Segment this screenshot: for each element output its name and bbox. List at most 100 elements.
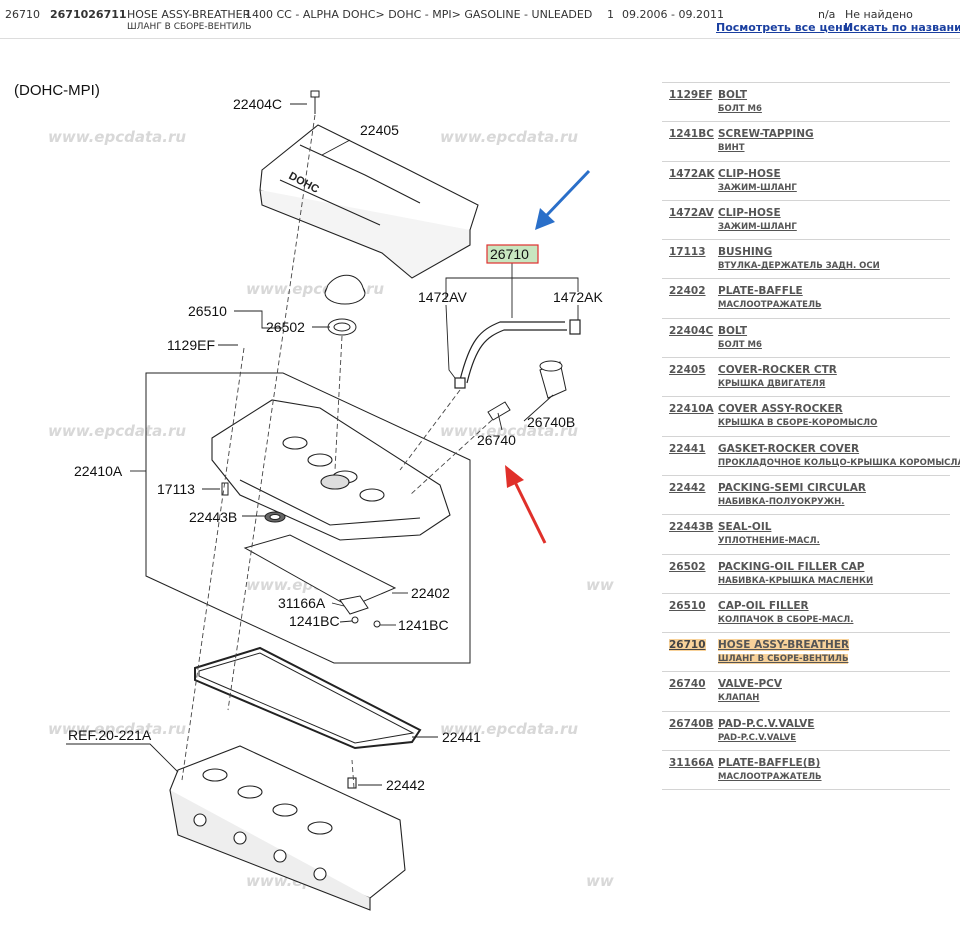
part-name-link[interactable]: VALVE-PCV — [718, 678, 782, 691]
part-name-link[interactable]: PAD-P.C.V.VALVE — [718, 717, 815, 730]
part-code-link[interactable]: 22405 — [669, 364, 706, 377]
part-name-ru-link[interactable]: ВТУЛКА-ДЕРЖАТЕЛЬ ЗАДН. ОСИ — [718, 261, 880, 272]
part-name-link[interactable]: HOSE ASSY-BREATHER — [718, 639, 850, 652]
gasket-drawing — [194, 646, 422, 750]
watermark: www.epcdata.ru — [48, 720, 186, 738]
part-code-link[interactable]: 26740 — [669, 678, 706, 691]
label-1241bc-right: 1241BC — [398, 617, 449, 633]
label-26510: 26510 — [188, 303, 227, 319]
parts-list-row[interactable]: 22441 GASKET-ROCKER COVER ПРОКЛАДОЧНОЕ КОЛ… — [662, 435, 960, 475]
parts-list-row[interactable]: 26740 VALVE-PCV КЛАПАН — [662, 671, 950, 710]
watermark: www.epcdata.ru — [440, 422, 578, 440]
label-22410a: 22410A — [74, 463, 123, 479]
red-arrow — [505, 465, 547, 544]
part-name-link[interactable]: PACKING-OIL FILLER CAP — [718, 560, 865, 573]
part-code-link[interactable]: 22402 — [669, 285, 706, 298]
part-name-ru-link[interactable]: МАСЛООТРАЖАТЕЛЬ — [718, 772, 822, 783]
part-code-link[interactable]: 22443B — [669, 521, 714, 534]
part-name-link[interactable]: PLATE-BAFFLE — [718, 285, 803, 298]
bolt-22404c-drawing — [310, 90, 320, 114]
parts-list-row[interactable]: 1129EF BOLT БОЛТ М6 — [662, 82, 950, 121]
label-26502: 26502 — [266, 319, 305, 335]
parts-list-row[interactable]: 22402 PLATE-BAFFLE МАСЛООТРАЖАТЕЛЬ — [662, 278, 950, 317]
label-22443b: 22443B — [189, 509, 237, 525]
part-name-link[interactable]: BOLT — [718, 324, 748, 337]
part-name-ru-link[interactable]: КРЫШКА В СБОРЕ-КОРОМЫСЛО — [718, 418, 878, 429]
cylinder-head-drawing — [169, 745, 406, 911]
parts-list-row[interactable]: 31166A PLATE-BAFFLE(B) МАСЛООТРАЖАТЕЛЬ — [662, 750, 950, 791]
parts-list-row[interactable]: 26740B PAD-P.C.V.VALVE PAD-P.C.V.VALVE — [662, 710, 950, 750]
part-code-link[interactable]: 22441 — [669, 442, 706, 455]
part-name-link[interactable]: GASKET-ROCKER COVER — [718, 442, 860, 455]
part-code-link[interactable]: 26502 — [669, 560, 706, 573]
label-1472av: 1472AV — [418, 289, 467, 305]
part-code-link[interactable]: 22404C — [669, 324, 714, 337]
part-name-ru-link[interactable]: БОЛТ М6 — [718, 104, 762, 114]
part-name-link[interactable]: BOLT — [718, 89, 748, 101]
label-1472ak: 1472AK — [553, 289, 603, 305]
parts-list-row[interactable]: 26510 CAP-OIL FILLER КОЛПАЧОК В СБОРЕ-МАСЛ… — [662, 592, 950, 632]
part-code-link[interactable]: 22410A — [669, 403, 714, 416]
parts-list-row[interactable]: 26502 PACKING-OIL FILLER CAP НАБИВКА-КРЫШК… — [662, 553, 950, 593]
part-name-ru-link[interactable]: КЛАПАН — [718, 693, 760, 704]
part-code-link[interactable]: 1241BC — [669, 128, 714, 141]
label-26740b: 26740B — [527, 414, 575, 430]
parts-list-row[interactable]: 22404C BOLT БОЛТ М6 — [662, 317, 950, 357]
part-code-link[interactable]: 1472AV — [669, 206, 714, 219]
label-22441: 22441 — [442, 729, 481, 745]
parts-list-row[interactable]: 22405 COVER-ROCKER CTR КРЫШКА ДВИГАТЕЛЯ — [662, 357, 950, 396]
label-22402: 22402 — [411, 585, 450, 601]
part-name-link[interactable]: COVER ASSY-ROCKER — [718, 403, 843, 416]
label-22442: 22442 — [386, 777, 425, 793]
part-code-link[interactable]: 1472AK — [669, 167, 715, 180]
part-name-link[interactable]: SCREW-TAPPING — [718, 128, 814, 141]
diagram-title: (DOHC-MPI) — [14, 82, 100, 99]
part-name-ru-link[interactable]: ШЛАНГ В СБОРЕ-ВЕНТИЛЬ — [718, 654, 849, 665]
part-name-link[interactable]: CLIP-HOSE — [718, 167, 781, 180]
part-name-ru-link[interactable]: ЗАЖИМ-ШЛАНГ — [718, 182, 797, 193]
part-name-ru-link[interactable]: НАБИВКА-КРЫШКА МАСЛЕНКИ — [718, 575, 874, 586]
part-name-ru-link[interactable]: ЗАЖИМ-ШЛАНГ — [718, 221, 797, 232]
part-name-ru-link[interactable]: ВИНТ — [718, 143, 745, 154]
parts-list-row[interactable]: 22410A COVER ASSY-ROCKER КРЫШКА В СБОРЕ-КО… — [662, 396, 950, 435]
search-by-name-link[interactable]: Искать по названию — [844, 21, 960, 34]
watermark: www.epcdata.ru — [48, 128, 186, 146]
part-name-ru-link[interactable]: КОЛПАЧОК В СБОРЕ-МАСЛ. — [718, 614, 854, 625]
header-part-name: HOSE ASSY-BREATHER — [127, 8, 251, 21]
part-name-ru-link[interactable]: МАСЛООТРАЖАТЕЛЬ — [718, 300, 822, 311]
part-name-ru-link[interactable]: ПРОКЛАДОЧНОЕ КОЛЬЦО-КРЫШКА КОРОМЫСЛА — [718, 457, 960, 468]
part-code-link[interactable]: 26740B — [669, 717, 714, 730]
part-name-link[interactable]: PLATE-BAFFLE(B) — [718, 757, 821, 770]
part-code-link[interactable]: 1129EF — [669, 89, 713, 101]
header-part-number: 2671026711 — [50, 8, 127, 21]
part-name-ru-link[interactable]: БОЛТ М6 — [718, 339, 762, 350]
parts-list-row[interactable]: 17113 BUSHING ВТУЛКА-ДЕРЖАТЕЛЬ ЗАДН. ОСИ — [662, 239, 950, 278]
label-26740: 26740 — [477, 432, 516, 448]
part-name-link[interactable]: PACKING-SEMI CIRCULAR — [718, 481, 866, 494]
parts-list-row[interactable]: 22443B SEAL-OIL УПЛОТНЕНИЕ-МАСЛ. — [662, 514, 950, 553]
part-name-link[interactable]: CAP-OIL FILLER — [718, 599, 809, 612]
part-code-link[interactable]: 31166A — [669, 757, 714, 770]
parts-list-row[interactable]: 1472AV CLIP-HOSE ЗАЖИМ-ШЛАНГ — [662, 199, 950, 239]
part-name-link[interactable]: SEAL-OIL — [718, 521, 772, 534]
header-code: 26710 — [5, 8, 40, 21]
part-name-link[interactable]: BUSHING — [718, 246, 773, 259]
parts-list-row[interactable]: 22442 PACKING-SEMI CIRCULAR НАБИВКА-ПОЛУОК… — [662, 474, 950, 514]
watermark: www.epcdata.ru — [48, 422, 186, 440]
part-code-link[interactable]: 26510 — [669, 599, 706, 612]
part-code-link[interactable]: 26710 — [669, 639, 706, 652]
parts-list-row[interactable]: 26710 HOSE ASSY-BREATHER ШЛАНГ В СБОРЕ-ВЕН… — [662, 632, 950, 671]
part-name-link[interactable]: CLIP-HOSE — [718, 206, 781, 219]
part-name-ru-link[interactable]: КРЫШКА ДВИГАТЕЛЯ — [718, 379, 826, 390]
blue-arrow — [535, 169, 591, 230]
part-name-ru-link[interactable]: PAD-P.C.V.VALVE — [718, 732, 797, 743]
part-name-ru-link[interactable]: НАБИВКА-ПОЛУОКРУЖН. — [718, 496, 845, 507]
part-code-link[interactable]: 22442 — [669, 481, 706, 494]
view-all-prices-link[interactable]: Посмотреть все цены — [716, 21, 853, 34]
parts-list-row[interactable]: 1241BC SCREW-TAPPING ВИНТ — [662, 121, 950, 160]
part-name-ru-link[interactable]: УПЛОТНЕНИЕ-МАСЛ. — [718, 536, 820, 547]
part-code-link[interactable]: 17113 — [669, 246, 706, 259]
pcv-valve-drawing — [487, 360, 567, 421]
part-name-link[interactable]: COVER-ROCKER CTR — [718, 364, 837, 377]
